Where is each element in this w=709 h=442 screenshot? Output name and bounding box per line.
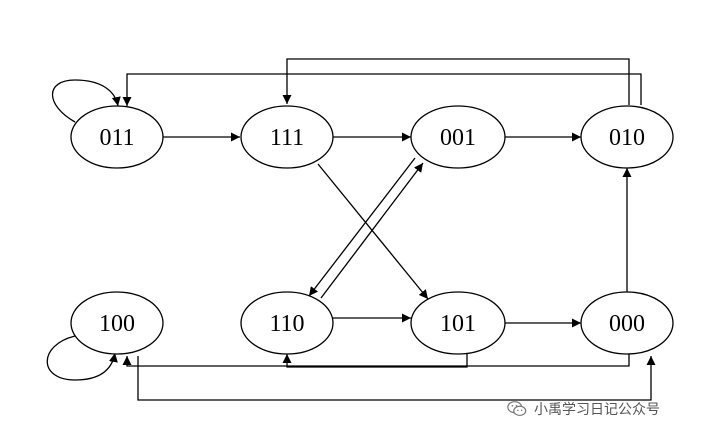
- node-label-011: 011: [99, 125, 134, 151]
- edge-011-011: [51, 79, 121, 123]
- state-node-000: 000: [580, 291, 674, 355]
- edge-000-100: [122, 354, 630, 367]
- state-node-010: 010: [580, 105, 674, 169]
- edge-110-001: [320, 162, 424, 299]
- node-label-110: 110: [269, 311, 304, 337]
- node-label-010: 010: [609, 125, 645, 151]
- node-label-001: 001: [440, 125, 476, 151]
- edge-010-011: [122, 73, 642, 106]
- state-node-101: 101: [410, 291, 506, 355]
- watermark: 小禹学习日记公众号: [506, 398, 660, 420]
- node-label-101: 101: [440, 311, 476, 337]
- node-label-000: 000: [609, 311, 645, 337]
- wechat-icon: [507, 401, 527, 417]
- node-label-111: 111: [270, 125, 304, 151]
- state-node-111: 111: [240, 105, 334, 169]
- state-node-001: 001: [410, 105, 506, 169]
- edge-100-100: [46, 335, 118, 381]
- edge-010-111: [282, 58, 630, 105]
- edge-001-110: [308, 157, 416, 297]
- watermark-text: 小禹学习日记公众号: [534, 402, 660, 418]
- state-node-110: 110: [240, 291, 334, 355]
- node-label-100: 100: [99, 311, 135, 337]
- edge-101-110: [282, 354, 468, 368]
- state-node-011: 011: [70, 105, 164, 169]
- state-node-100: 100: [70, 291, 164, 355]
- edge-100-000: [137, 356, 656, 401]
- edge-111-101: [317, 163, 429, 300]
